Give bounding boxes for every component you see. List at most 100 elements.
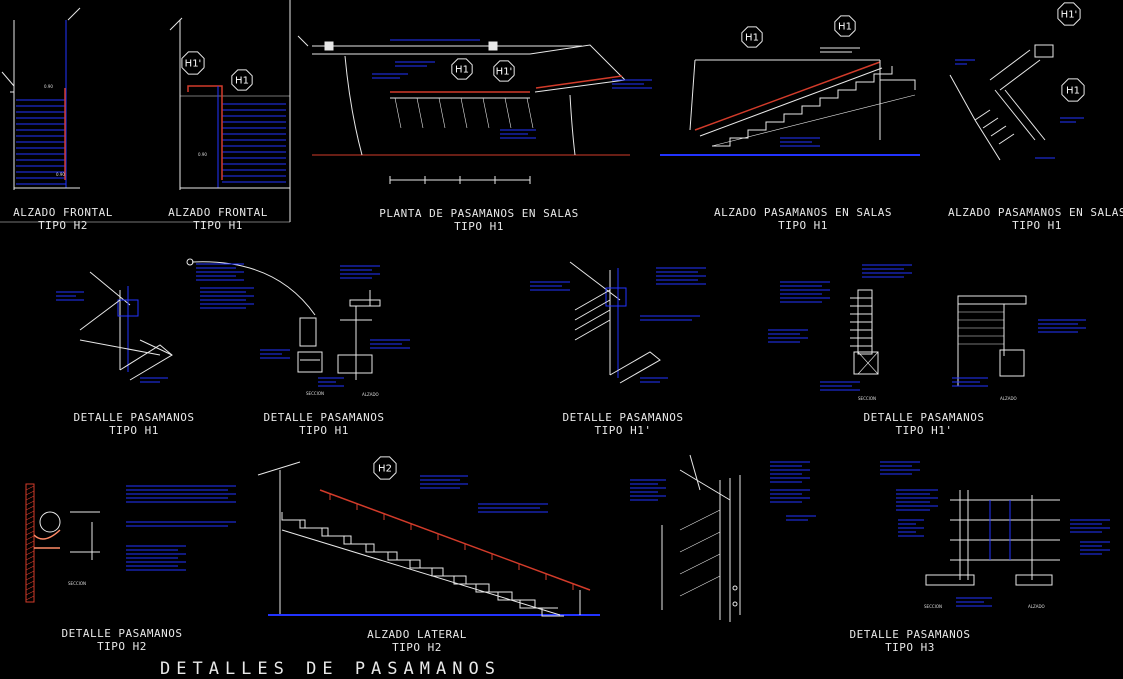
stair-profile — [712, 66, 893, 147]
title-line: ALZADO LATERAL — [367, 628, 467, 641]
baluster-iso-line — [574, 289, 611, 311]
tag-h1 — [231, 69, 253, 91]
step-iso-line — [998, 133, 1015, 145]
alzado-base — [337, 354, 373, 374]
callout-origin — [186, 258, 194, 266]
step-iso-line — [990, 125, 1007, 137]
plan-curve — [569, 94, 576, 156]
subtitle-line: TIPO H2 — [38, 219, 88, 232]
dimension-text: 0.90 — [198, 152, 207, 157]
break-mark — [297, 35, 309, 47]
wall-hatch — [25, 570, 35, 576]
label-alzado: ALZADO — [1000, 396, 1017, 401]
handrail-iso-line — [569, 261, 621, 301]
alzado-base — [999, 349, 1025, 377]
label-seccion: SECCION — [858, 396, 876, 401]
title-line: DETALLE PASAMANOS — [73, 411, 195, 424]
tag-h1-text: H1 — [1066, 86, 1080, 97]
tag-h1-text: H1 — [455, 65, 469, 76]
subtitle-line: TIPO H3 — [885, 641, 935, 654]
base-section — [853, 351, 879, 375]
bracket-block — [605, 287, 627, 307]
rail-iso-line — [679, 531, 721, 553]
title-line: ALZADO FRONTAL — [168, 206, 268, 219]
wall-hatch — [25, 520, 35, 526]
wall-hatch — [25, 515, 35, 521]
title-detalle-h1p-b: DETALLE PASAMANOS TIPO H1' — [863, 411, 984, 437]
handrail-sloped-line — [699, 67, 883, 137]
handrail-top — [957, 295, 1027, 305]
label-seccion: SECCION — [68, 581, 86, 586]
section-mark — [504, 97, 512, 129]
break-mark — [67, 7, 81, 21]
subtitle-line: TIPO H1 — [109, 424, 159, 437]
title-alzado-salas-1: ALZADO PASAMANOS EN SALAS TIPO H1 — [714, 206, 892, 232]
dimension-text: 0.90 — [44, 84, 53, 89]
title-line: ALZADO FRONTAL — [13, 206, 113, 219]
subtitle-line: TIPO H2 — [392, 641, 442, 654]
tag-h1 — [1061, 78, 1085, 102]
rail-iso-line — [679, 575, 721, 597]
tag-h1 — [741, 26, 763, 48]
subtitle-line: TIPO H1 — [299, 424, 349, 437]
wall-hatch — [25, 575, 35, 581]
label-alzado: ALZADO — [1028, 604, 1045, 609]
handrail-iso-line — [679, 469, 731, 501]
wall-hatch — [25, 505, 35, 511]
wall-hatch — [25, 495, 35, 501]
title-line: DETALLE PASAMANOS — [849, 628, 971, 641]
wall-hatch — [25, 535, 35, 541]
handrail-section-circle — [39, 511, 61, 533]
baluster-iso-line — [574, 309, 611, 331]
base-section — [925, 574, 975, 586]
rail-end-block — [1034, 44, 1054, 58]
section-line — [949, 74, 976, 121]
title-alzado-salas-2: ALZADO PASAMANOS EN SALAS TIPO H1 — [948, 206, 1123, 232]
wall-hatch — [25, 550, 35, 556]
tag-h1-prime — [181, 51, 205, 75]
tag-h1-prime — [1057, 2, 1081, 26]
base-section — [1015, 574, 1053, 586]
subtitle-line: TIPO H1 — [454, 220, 504, 233]
section-mark — [394, 97, 402, 129]
wall-hatch — [25, 590, 35, 596]
subtitle-line: TIPO H1' — [895, 424, 953, 437]
handrail-iso-line — [999, 59, 1041, 91]
handrail-sloped-line — [319, 489, 591, 591]
wall-hatch — [25, 525, 35, 531]
base-plate-iso — [609, 351, 661, 384]
subtitle-line: TIPO H1 — [1012, 219, 1062, 232]
title-alzado-frontal-h2: ALZADO FRONTAL TIPO H2 — [13, 206, 113, 232]
dimension-text: 0.90 — [56, 172, 65, 177]
beam-post-right — [488, 41, 498, 51]
tag-h2 — [373, 456, 397, 480]
title-line: DETALLE PASAMANOS — [863, 411, 985, 424]
label-seccion: SECCION — [306, 391, 324, 396]
iso-edge — [79, 299, 121, 331]
callout-arc — [191, 261, 316, 316]
section-mark — [416, 97, 424, 129]
title-detalle-h1p-a: DETALLE PASAMANOS TIPO H1' — [562, 411, 683, 437]
rail-iso-line — [679, 553, 721, 575]
bracket-block — [117, 299, 139, 317]
subtitle-line: TIPO H2 — [97, 640, 147, 653]
title-planta-salas: PLANTA DE PASAMANOS EN SALAS TIPO H1 — [379, 207, 578, 233]
tag-h1-prime — [493, 60, 515, 82]
subtitle-line: TIPO H1 — [193, 219, 243, 232]
wall-hatch — [25, 595, 35, 601]
wall-hatch — [25, 555, 35, 561]
base-section — [297, 351, 323, 373]
wall-hatch — [25, 500, 35, 506]
label-seccion: SECCION — [924, 604, 942, 609]
title-detalle-h2: DETALLE PASAMANOS TIPO H2 — [61, 627, 182, 653]
wall-hatch — [25, 510, 35, 516]
break-mark — [1, 71, 15, 87]
handrail-line — [187, 85, 223, 180]
wall-hatch — [25, 560, 35, 566]
wall-hatch — [25, 530, 35, 536]
title-detalle-h1-a: DETALLE PASAMANOS TIPO H1 — [73, 411, 194, 437]
section-mark — [482, 97, 490, 129]
title-line: DETALLE PASAMANOS — [61, 627, 183, 640]
beam-post-left — [324, 41, 334, 51]
